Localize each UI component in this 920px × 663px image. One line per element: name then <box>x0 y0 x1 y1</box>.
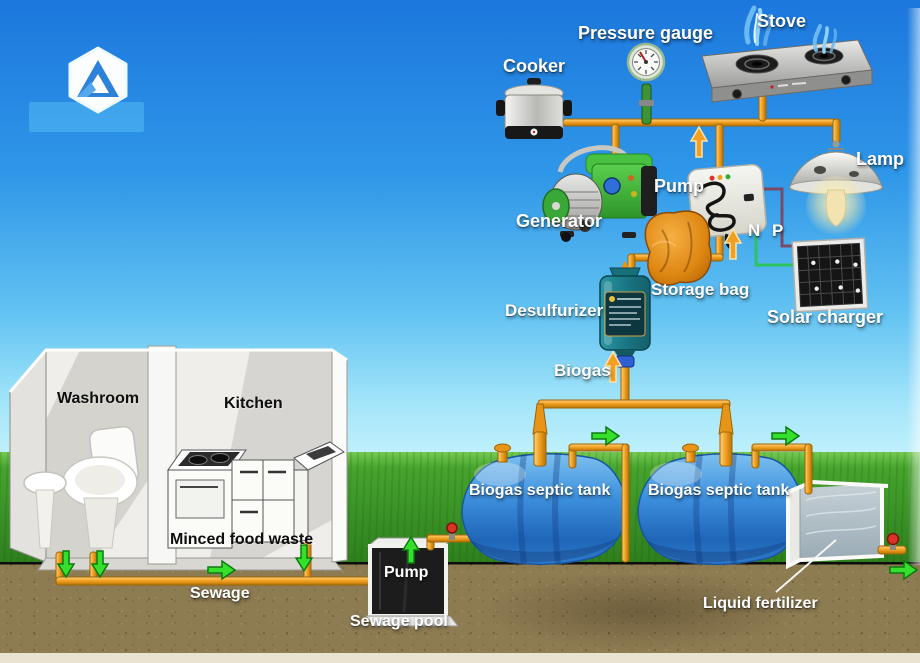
cooker-image <box>496 78 572 139</box>
label-minced-food-waste: Minced food waste <box>170 531 314 548</box>
stove-image <box>701 5 873 103</box>
right-edge-strip <box>907 8 920 565</box>
label-septic-tank-2: Biogas septic tank <box>648 482 790 499</box>
label-generator: Generator <box>516 211 603 231</box>
label-septic-tank-1: Biogas septic tank <box>469 482 611 499</box>
generator-image <box>542 145 657 242</box>
label-pump-pool: Pump <box>384 564 429 581</box>
ground-line <box>0 562 920 565</box>
label-pump-top: Pump <box>654 176 705 196</box>
label-biogas: Biogas <box>554 361 611 380</box>
gas-pipes <box>532 79 841 563</box>
pump-image <box>687 163 767 249</box>
label-pressure-gauge: Pressure gauge <box>578 23 714 43</box>
house-image <box>8 345 348 571</box>
brand-logo <box>68 46 128 114</box>
label-kitchen: Kitchen <box>224 395 283 412</box>
toilet-image <box>62 425 139 549</box>
label-sewage: Sewage <box>190 585 250 602</box>
liquid-fertilizer-box-image <box>775 479 889 593</box>
solar-charger-image <box>791 237 869 313</box>
bottom-edge <box>0 653 920 663</box>
label-storage-bag: Storage bag <box>651 280 750 299</box>
sink-image <box>23 471 67 549</box>
label-solar-charger: Solar charger <box>767 307 884 327</box>
label-wire-p: P <box>772 221 784 240</box>
fertilizer-valve <box>886 532 900 550</box>
label-liquid-fertilizer: Liquid fertilizer <box>703 595 818 612</box>
label-desulfurizer: Desulfurizer <box>505 301 604 320</box>
lamp-image <box>789 140 883 236</box>
storage-bag-image <box>644 210 712 286</box>
label-cooker: Cooker <box>503 56 566 76</box>
label-sewage-pool: Sewage pool <box>350 613 448 630</box>
wire-positive <box>753 187 796 248</box>
pressure-gauge-image <box>626 42 666 125</box>
fertilizer-leader-line <box>775 539 837 593</box>
label-lamp: Lamp <box>856 149 905 169</box>
label-wire-n: N <box>748 221 761 240</box>
biogas-septic-tank-1-image <box>461 443 628 565</box>
kitchen-counter-image <box>167 441 345 549</box>
label-washroom: Washroom <box>57 390 140 407</box>
inlet-valve <box>446 522 458 540</box>
desulfurizer-image <box>599 261 651 368</box>
label-stove: Stove <box>757 11 807 31</box>
stove-flames <box>744 5 837 54</box>
